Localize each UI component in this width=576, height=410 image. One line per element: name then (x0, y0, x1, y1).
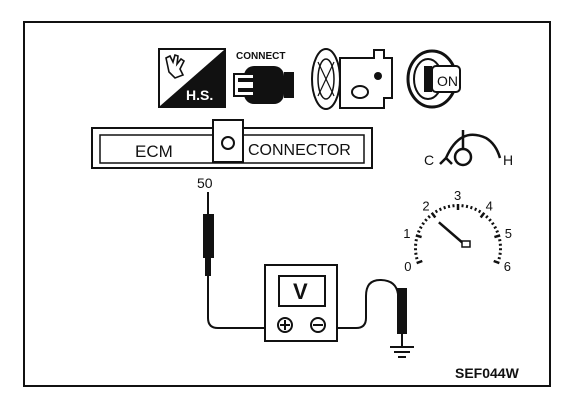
gauge-needle (438, 221, 465, 245)
voltmeter: V (264, 264, 338, 342)
positive-lead (207, 276, 283, 329)
gauge-tick (474, 207, 478, 212)
voltmeter-unit: V (293, 279, 308, 304)
hand-hs-icon: H.S. (158, 48, 226, 108)
gauge-tick (421, 221, 425, 226)
gauge-tick (494, 234, 501, 239)
gauge-scale-label: 0 (404, 259, 411, 274)
gauge-tick (488, 218, 492, 222)
gauge-tick (417, 230, 421, 234)
hot-label: H (503, 152, 513, 168)
gauge-tick (447, 204, 451, 209)
gauge-scale-label: 6 (504, 259, 511, 274)
ecm-connector: ECM CONNECTOR (91, 119, 373, 169)
gauge-needle-hub (461, 240, 471, 248)
ignition-on-label: ON (437, 73, 458, 89)
negative-lead (332, 278, 399, 329)
gauge-tick (477, 209, 482, 214)
hs-label: H.S. (186, 87, 213, 103)
gauge-tick (498, 238, 502, 242)
gauge-scale-label: 1 (403, 226, 410, 241)
ecm-label: ECM (135, 142, 173, 161)
terminal-number: 50 (197, 175, 213, 191)
ignition-key-icon: ON (406, 49, 461, 109)
gauge-tick (443, 205, 447, 210)
gauge-tick (497, 256, 501, 260)
gauge-tick (418, 225, 423, 230)
gauge-tick (424, 218, 428, 222)
positive-probe (203, 192, 214, 276)
gauge-tick (434, 209, 439, 214)
gauge-tick (479, 211, 486, 219)
gauge-scale-label: 3 (454, 188, 461, 203)
tachometer-gauge: 0 12 3 45 6 (403, 188, 512, 274)
gauge-scale-label: 2 (422, 198, 429, 213)
gauge-tick (465, 204, 469, 209)
ground-symbol-icon (390, 346, 414, 358)
gauge-scale-label: 4 (486, 198, 493, 213)
gauge-tick (414, 238, 418, 242)
gauge-tick (438, 207, 442, 212)
gauge-tick (430, 211, 437, 219)
gauge-tick (415, 256, 419, 260)
cold-label: C (424, 152, 434, 168)
gauge-tick (415, 234, 422, 239)
gauge-tick (485, 215, 489, 219)
gauge-tick (416, 259, 423, 265)
temperature-gauge-icon: C H (424, 130, 513, 168)
engine-running-icon (311, 48, 393, 110)
connect-label: CONNECT (236, 51, 285, 62)
figure-code: SEF044W (455, 365, 520, 381)
ground-probe (397, 288, 407, 346)
gauge-scale-label: 5 (505, 226, 512, 241)
gauge-tick (427, 215, 431, 219)
gauge-tick (469, 205, 473, 210)
gauge-tick (493, 225, 498, 230)
connect-icon: CONNECT (233, 51, 294, 104)
gauge-tick (491, 221, 495, 226)
gauge-tick (495, 230, 499, 234)
connector-label: CONNECTOR (248, 142, 351, 159)
gauge-tick (493, 259, 500, 265)
